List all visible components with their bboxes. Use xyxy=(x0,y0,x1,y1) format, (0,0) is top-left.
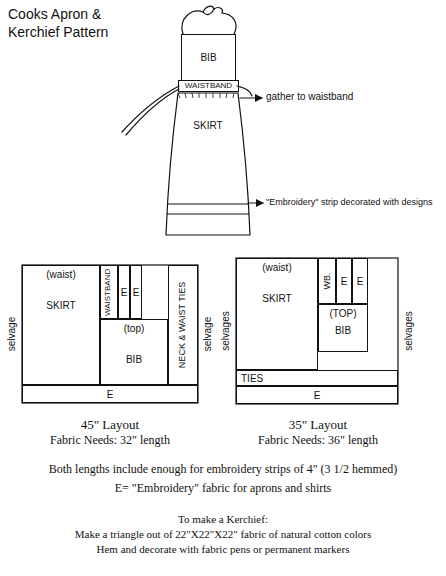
note: To make a Kerchief: xyxy=(6,513,440,526)
e-strip: E xyxy=(336,258,352,304)
e-strip: E xyxy=(130,265,142,319)
skirt-cut: (waist) SKIRT xyxy=(22,265,100,385)
piece-label: NECK & WAIST TIES xyxy=(178,282,188,368)
piece-label: E xyxy=(314,390,321,401)
piece-label: E xyxy=(341,276,348,287)
selvage-label: selvages xyxy=(220,311,232,350)
note: E= "Embroidery" fabric for aprons and sh… xyxy=(6,481,440,495)
waistband-cut: WB. xyxy=(318,258,336,304)
fabric-need: Fabric Needs: 32" length xyxy=(20,433,200,447)
waistband-cut: WAISTBAND xyxy=(100,265,118,319)
skirt-outline xyxy=(165,92,251,236)
edge-note: (waist) xyxy=(46,269,75,280)
piece-label: WB. xyxy=(322,272,332,289)
e-strip: E xyxy=(352,258,368,304)
piece-label: E xyxy=(133,287,140,298)
note: Hem and decorate with fabric pens or per… xyxy=(6,543,440,556)
piece-label: TIES xyxy=(241,373,263,384)
edge-note: (TOP) xyxy=(329,308,356,319)
piece-label: SKIRT xyxy=(46,300,75,311)
callout-label: gather to waistband xyxy=(266,91,406,103)
piece-label: E xyxy=(121,287,128,298)
piece-label: WAISTBAND xyxy=(185,82,232,91)
piece-label: E xyxy=(357,276,364,287)
piece-label: E xyxy=(107,389,114,400)
layout-caption: 45" Layout xyxy=(20,417,200,433)
ties-cut: TIES xyxy=(236,370,398,386)
ties-cut: NECK & WAIST TIES xyxy=(168,265,198,385)
piece-label: BIB xyxy=(126,354,142,365)
callout-label: "Embroidery" strip decorated with design… xyxy=(266,197,444,208)
piece-label: BIB xyxy=(200,52,216,63)
waistband-piece: WAISTBAND xyxy=(178,80,239,92)
piece-label: WAISTBAND xyxy=(105,268,114,315)
piece-label: SKIRT xyxy=(193,120,222,131)
bib-cut: (top) BIB xyxy=(100,319,168,385)
edge-note: (waist) xyxy=(262,262,291,273)
selvage-label: selvage xyxy=(6,317,18,351)
e-strip: E xyxy=(22,385,198,403)
note: Both lengths include enough for embroide… xyxy=(6,462,440,476)
skirt-cut: (waist) SKIRT xyxy=(236,258,318,370)
layout-caption: 35" Layout xyxy=(230,417,406,433)
piece-label: BIB xyxy=(335,325,351,336)
e-strip: E xyxy=(118,265,130,319)
pattern-title: Cooks Apron & Kerchief Pattern xyxy=(8,6,138,41)
piece-label: SKIRT xyxy=(262,293,291,304)
fabric-need: Fabric Needs: 36" length xyxy=(230,433,406,447)
edge-note: (top) xyxy=(124,323,145,334)
note: Make a triangle out of 22"X22"X22" fabri… xyxy=(6,528,440,541)
selvage-label: selvage xyxy=(202,317,214,351)
selvage-label: selvages xyxy=(403,311,415,350)
bib-cut: (TOP) BIB xyxy=(318,304,368,352)
e-strip: E xyxy=(236,386,398,404)
skirt-piece: SKIRT xyxy=(165,92,251,236)
bib-piece: BIB xyxy=(181,34,236,81)
